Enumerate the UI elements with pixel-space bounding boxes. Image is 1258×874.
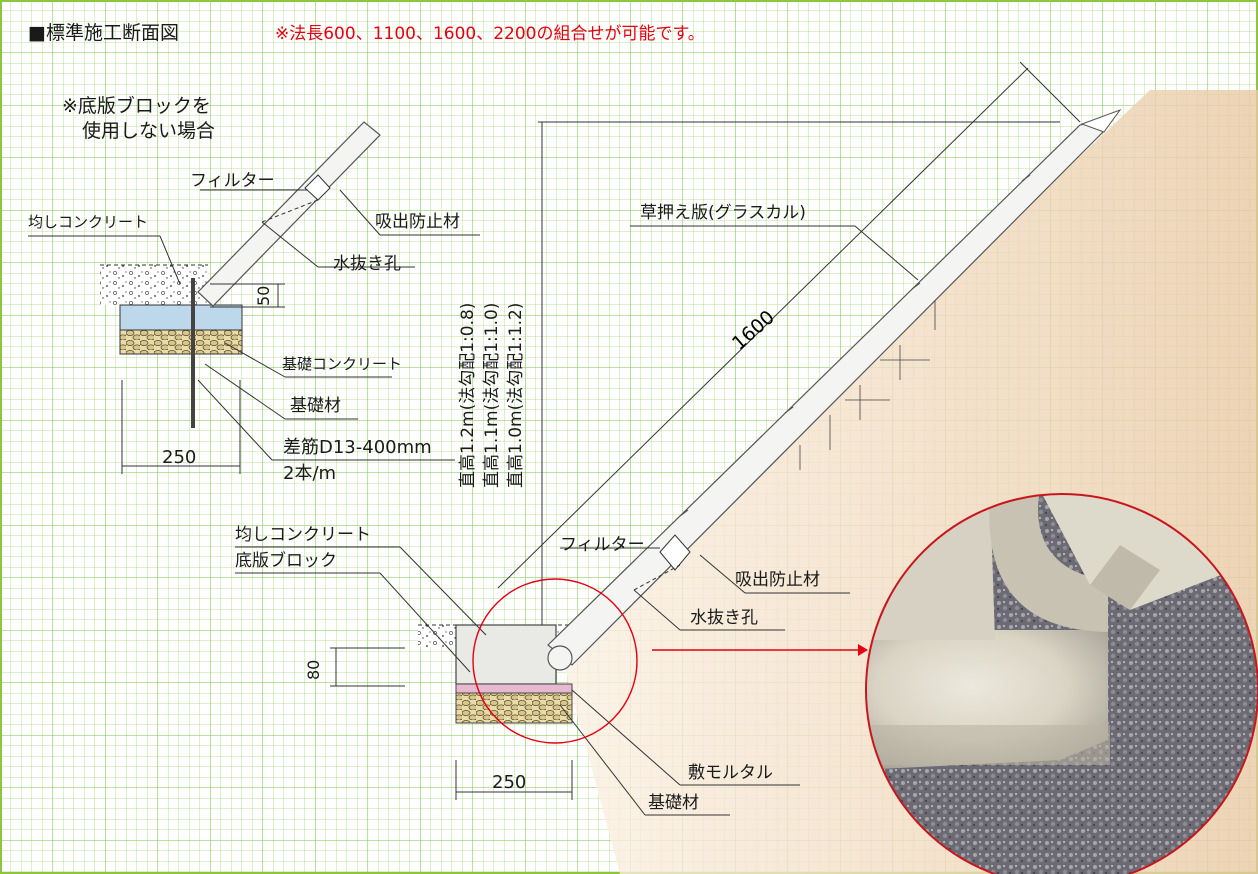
left-suction-prevention-label: 吸出防止材 [375,212,460,232]
height-label-1-0-8: 直高1.2m(法勾配1:0.8) [458,302,478,488]
height-label-1-1-0: 直高1.1m(法勾配1:1.0) [482,302,502,488]
main-leveling-concrete-label: 均しコンクリート [235,525,371,545]
left-rebar-label-line1: 差筋D13-400mm [283,437,432,458]
left-leveling-concrete-label: 均しコンクリート [28,213,149,231]
grass-plate-label: 草押え版(グラスカル) [640,203,806,223]
main-dim-80: 80 [304,659,323,680]
height-label-1-1-2: 直高1.0m(法勾配1:1.2) [506,302,526,488]
left-caption-line1: ※底版ブロックを [62,95,211,117]
left-rebar-label-line2: 2本/m [283,463,337,484]
main-filter-label: フィルター [560,535,645,555]
main-base-block-label: 底版ブロック [235,551,337,571]
left-foundation-concrete-label: 基礎コンクリート [282,355,403,373]
left-dim-250: 250 [162,447,197,468]
page-title: ■標準施工断面図 [28,22,179,44]
left-foundation-material-label: 基礎材 [290,396,341,416]
left-dim-50: 50 [254,285,273,306]
left-drain-hole-label: 水抜き孔 [333,254,401,274]
main-suction-prevention-label: 吸出防止材 [735,570,820,590]
main-foundation-material-label: 基礎材 [648,793,699,813]
left-filter-label: フィルター [190,171,275,191]
bedding-mortar-label: 敷モルタル [688,763,773,783]
main-dim-250: 250 [492,772,527,793]
combination-note: ※法長600、1100、1600、2200の組合せが可能です。 [275,24,705,44]
main-drain-hole-label: 水抜き孔 [690,608,758,628]
left-caption-line2: 使用しない場合 [82,120,216,142]
